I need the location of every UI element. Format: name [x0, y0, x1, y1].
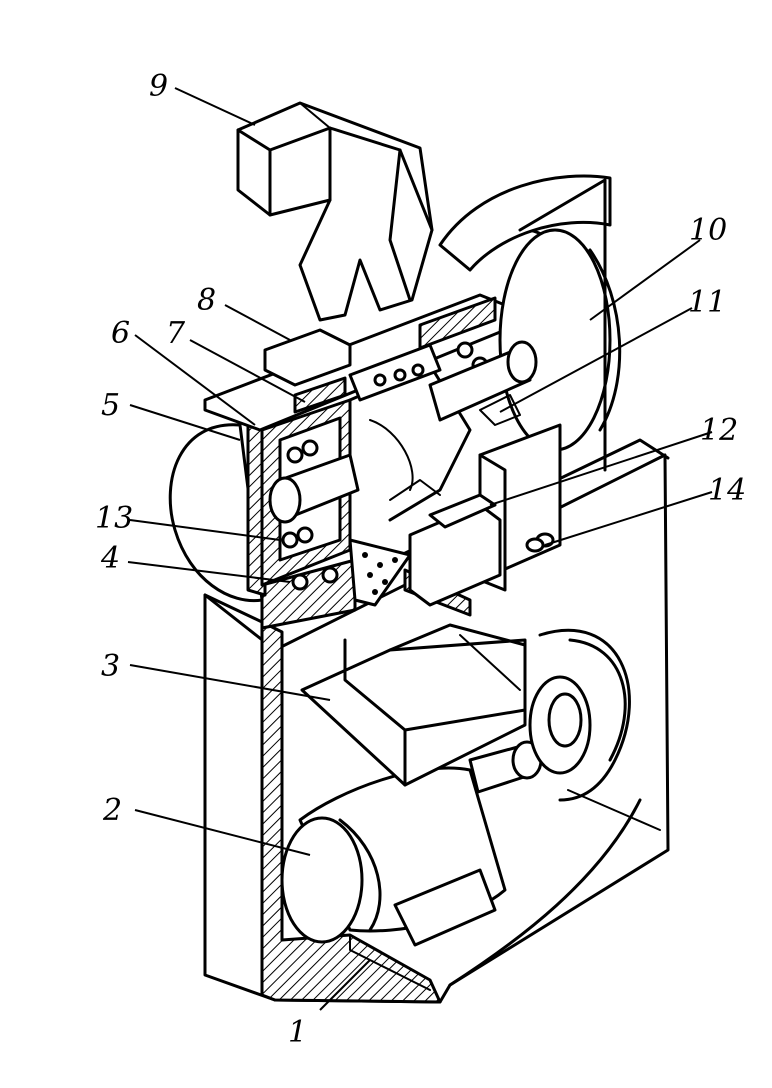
callout-14: 14	[708, 473, 746, 508]
callout-9: 9	[149, 69, 168, 104]
main-body	[203, 293, 507, 587]
leader-11	[499, 307, 693, 413]
base-plate	[260, 538, 472, 630]
leader-7	[189, 339, 306, 403]
leader-6	[134, 334, 256, 426]
callout-7: 7	[166, 316, 186, 351]
callout-10: 10	[689, 213, 727, 248]
leader-3	[129, 664, 331, 701]
leader-4	[127, 561, 291, 583]
callout-3: 3	[101, 649, 120, 684]
callout-1: 1	[288, 1015, 307, 1050]
callout-13: 13	[95, 501, 133, 536]
callout-labels: 1 2 3 4 5 6 7 8 9 10 11 12 13 14	[95, 69, 746, 1050]
leader-8	[224, 304, 291, 341]
feed-chute	[236, 101, 434, 322]
motor	[280, 628, 631, 947]
rotor-housing-left	[168, 423, 267, 603]
callout-8: 8	[197, 283, 216, 318]
leader-13	[129, 519, 281, 541]
callout-2: 2	[102, 793, 122, 828]
leader-lines	[127, 87, 713, 1011]
hopper	[300, 623, 527, 787]
leader-9	[174, 87, 256, 126]
right-shaft	[428, 340, 538, 426]
callout-5: 5	[101, 388, 120, 423]
leader-1	[319, 959, 371, 1011]
leader-14	[544, 491, 713, 546]
callout-6: 6	[111, 316, 130, 351]
callout-12: 12	[700, 413, 738, 448]
cutter-block	[348, 343, 562, 607]
leader-2	[134, 809, 311, 856]
leader-10	[589, 239, 701, 321]
grinding-disc	[438, 174, 622, 472]
leader-5	[129, 404, 241, 441]
leader-12	[489, 431, 713, 506]
callout-4: 4	[100, 541, 120, 576]
callout-11: 11	[688, 285, 726, 320]
